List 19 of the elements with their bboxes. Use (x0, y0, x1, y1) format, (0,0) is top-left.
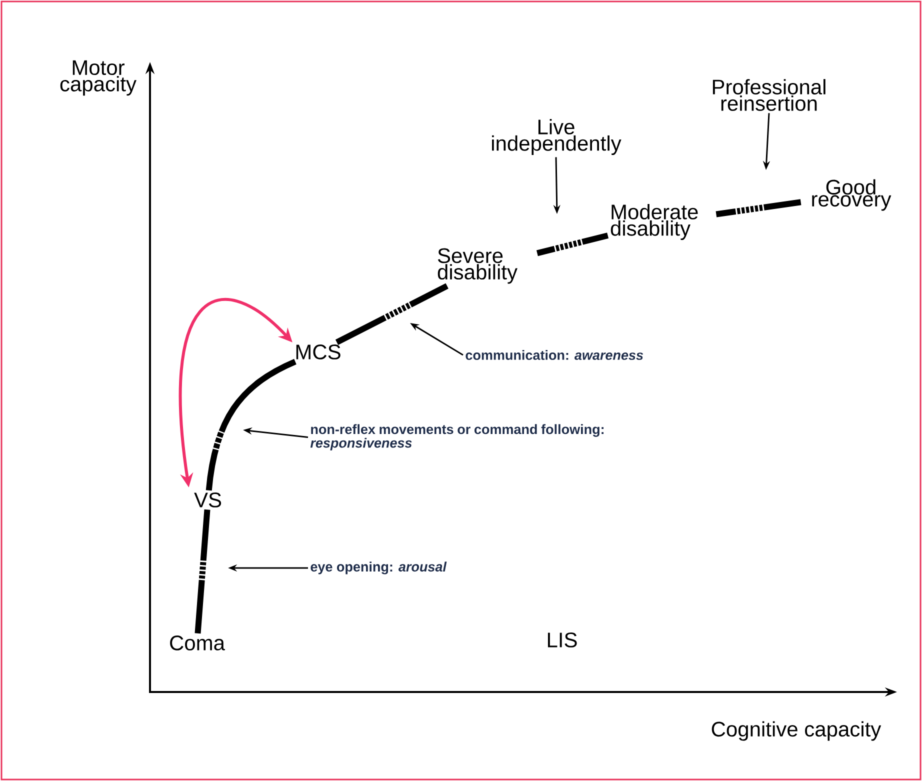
state-label: VS (194, 492, 222, 508)
transition-line (206, 358, 296, 491)
axis-label: Cognitive capacity (712, 721, 882, 741)
state-label: Coma (170, 636, 225, 650)
state-label: Moderate disability (610, 204, 698, 240)
annotation-text: communication: awareness (466, 350, 644, 360)
transition-line (536, 232, 609, 256)
annotation-text: non-reflex movements or command following: responsiveness (310, 424, 604, 450)
transition-line (335, 283, 448, 346)
state-label: Severe disability (438, 248, 518, 284)
axis-label: LIS (548, 632, 577, 648)
axis-label: Motor capacity (60, 60, 136, 96)
state-label: MCS (296, 344, 340, 360)
state-label: Professional reinsertion (712, 79, 826, 111)
state-label: Live independently (492, 119, 622, 155)
transition-line (716, 199, 802, 218)
transition-line (194, 509, 210, 634)
annotation-text: eye opening: arousal (310, 562, 447, 574)
state-label: Good recovery (812, 179, 892, 211)
